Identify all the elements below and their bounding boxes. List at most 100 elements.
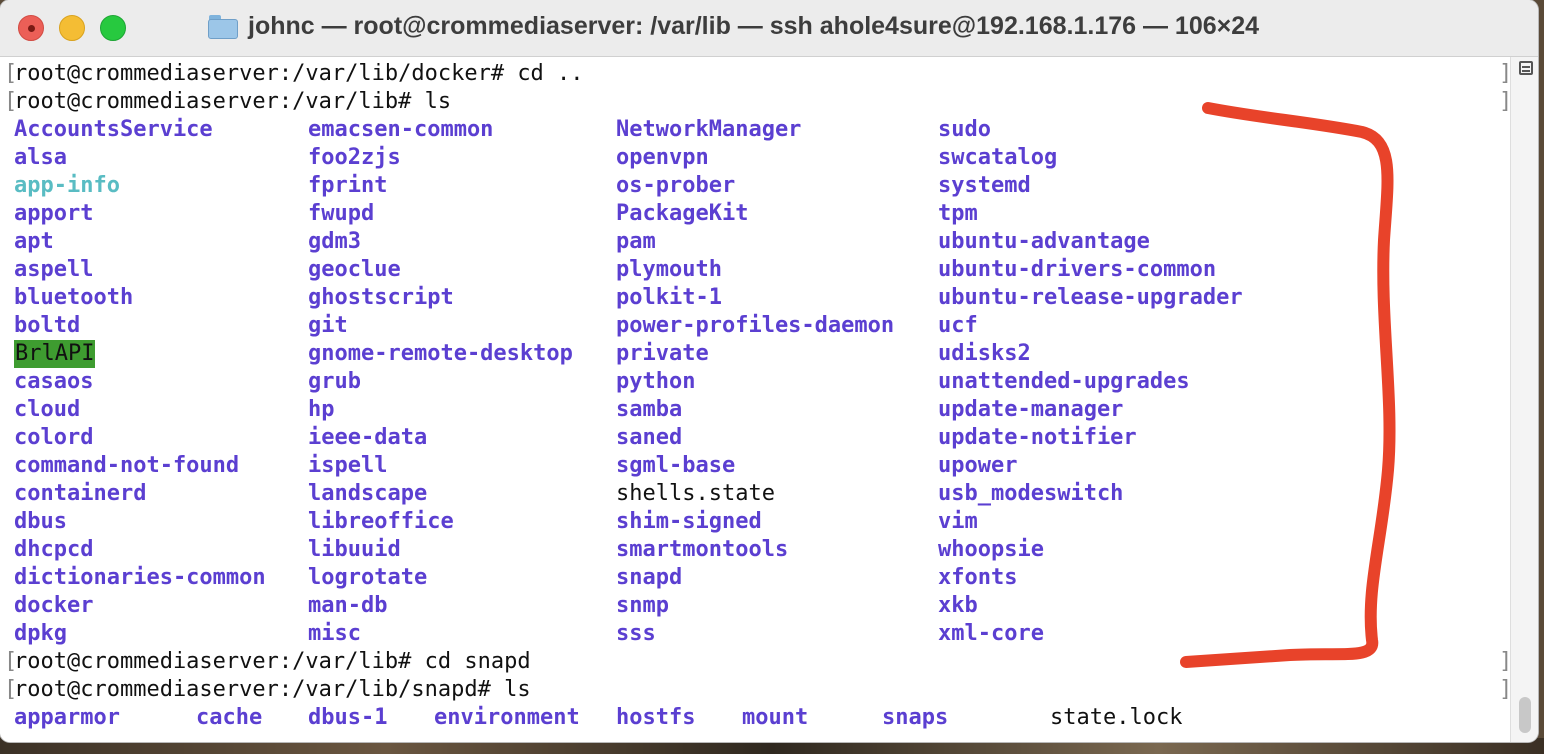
directory-entry: os-prober — [616, 173, 736, 198]
scrollbar[interactable] — [1510, 57, 1538, 742]
directory-entry: udisks2 — [938, 341, 1031, 366]
title-bar[interactable]: johnc — root@crommediaserver: /var/lib —… — [0, 0, 1538, 57]
directory-entry: snmp — [616, 593, 669, 618]
directory-entry: shells.state — [616, 481, 775, 506]
directory-entry: docker — [14, 593, 94, 618]
directory-entry: git — [308, 313, 348, 338]
line-bracket-right: ] — [1499, 89, 1513, 114]
line-bracket-left: [ — [4, 677, 18, 702]
line-bracket-left: [ — [4, 649, 18, 674]
desktop-background — [0, 738, 1544, 754]
directory-entry: geoclue — [308, 257, 401, 282]
directory-entry: ispell — [308, 453, 388, 478]
line-bracket-left: [ — [4, 61, 18, 86]
directory-entry: state.lock — [1050, 705, 1183, 730]
directory-entry: plymouth — [616, 257, 722, 282]
directory-entry: smartmontools — [616, 537, 789, 562]
directory-entry: shim-signed — [616, 509, 762, 534]
directory-entry: power-profiles-daemon — [616, 313, 895, 338]
directory-entry: misc — [308, 621, 361, 646]
minimize-button[interactable] — [59, 15, 85, 41]
directory-entry: snapd — [616, 565, 683, 590]
directory-entry: tpm — [938, 201, 978, 226]
directory-entry: grub — [308, 369, 361, 394]
directory-entry: usb_modeswitch — [938, 481, 1124, 506]
directory-entry: app-info — [14, 173, 120, 198]
zoom-button[interactable] — [100, 15, 126, 41]
directory-entry: ubuntu-release-upgrader — [938, 285, 1243, 310]
directory-entry: libreoffice — [308, 509, 454, 534]
folder-icon — [208, 14, 238, 39]
scrollbar-thumb[interactable] — [1519, 697, 1531, 733]
directory-entry: cache — [196, 705, 263, 730]
directory-entry: apport — [14, 201, 94, 226]
directory-entry: AccountsService — [14, 117, 213, 142]
directory-entry: dictionaries-common — [14, 565, 266, 590]
directory-entry: swcatalog — [938, 145, 1058, 170]
directory-entry: xfonts — [938, 565, 1018, 590]
prompt-line: root@crommediaserver:/var/lib# ls — [14, 89, 452, 114]
directory-entry: sudo — [938, 117, 991, 142]
directory-entry: foo2zjs — [308, 145, 401, 170]
directory-entry: python — [616, 369, 696, 394]
directory-entry: snaps — [882, 705, 949, 730]
window-title-text: johnc — root@crommediaserver: /var/lib —… — [248, 12, 1260, 40]
line-bracket-left: [ — [4, 89, 18, 114]
directory-entry: gdm3 — [308, 229, 361, 254]
directory-entry: NetworkManager — [616, 117, 802, 142]
directory-entry: dbus-1 — [308, 705, 388, 730]
directory-entry: fwupd — [308, 201, 375, 226]
prompt-line: root@crommediaserver:/var/lib# cd snapd — [14, 649, 531, 674]
prompt-line: root@crommediaserver:/var/lib/docker# cd… — [14, 61, 584, 86]
directory-entry: emacsen-common — [308, 117, 494, 142]
directory-entry: upower — [938, 453, 1018, 478]
directory-entry: openvpn — [616, 145, 709, 170]
directory-entry: aspell — [14, 257, 94, 282]
directory-entry: BrlAPI — [14, 340, 96, 368]
directory-entry: apt — [14, 229, 54, 254]
directory-entry: environment — [434, 705, 580, 730]
directory-entry: hostfs — [616, 705, 696, 730]
directory-entry: saned — [616, 425, 683, 450]
directory-entry: landscape — [308, 481, 428, 506]
prompt-line: root@crommediaserver:/var/lib/snapd# ls — [14, 677, 531, 702]
directory-entry: colord — [14, 425, 94, 450]
directory-entry: dpkg — [14, 621, 67, 646]
directory-entry: PackageKit — [616, 201, 749, 226]
line-bracket-right: ] — [1499, 649, 1513, 674]
directory-entry: libuuid — [308, 537, 401, 562]
directory-entry: update-manager — [938, 397, 1124, 422]
directory-entry: vim — [938, 509, 978, 534]
directory-entry: cloud — [14, 397, 81, 422]
line-bracket-right: ] — [1499, 61, 1513, 86]
directory-entry: private — [616, 341, 709, 366]
directory-entry: fprint — [308, 173, 388, 198]
directory-entry: casaos — [14, 369, 94, 394]
directory-entry: dbus — [14, 509, 67, 534]
terminal-content[interactable]: [root@crommediaserver:/var/lib/docker# c… — [0, 57, 1513, 742]
directory-entry: boltd — [14, 313, 81, 338]
directory-entry: whoopsie — [938, 537, 1044, 562]
directory-entry: dhcpcd — [14, 537, 94, 562]
directory-entry: ieee-data — [308, 425, 428, 450]
line-bracket-right: ] — [1499, 677, 1513, 702]
directory-entry: xkb — [938, 593, 978, 618]
directory-entry: xml-core — [938, 621, 1044, 646]
directory-entry: unattended-upgrades — [938, 369, 1190, 394]
directory-entry: polkit-1 — [616, 285, 722, 310]
directory-entry: ghostscript — [308, 285, 454, 310]
close-button[interactable] — [18, 15, 44, 41]
directory-entry: hp — [308, 397, 335, 422]
directory-entry: bluetooth — [14, 285, 134, 310]
directory-entry: mount — [742, 705, 809, 730]
directory-entry: logrotate — [308, 565, 428, 590]
directory-entry: containerd — [14, 481, 147, 506]
directory-entry: sgml-base — [616, 453, 736, 478]
directory-entry: update-notifier — [938, 425, 1137, 450]
marks-icon[interactable] — [1519, 61, 1533, 75]
directory-entry: ubuntu-drivers-common — [938, 257, 1217, 282]
directory-entry: samba — [616, 397, 683, 422]
directory-entry: ucf — [938, 313, 978, 338]
directory-entry: command-not-found — [14, 453, 240, 478]
